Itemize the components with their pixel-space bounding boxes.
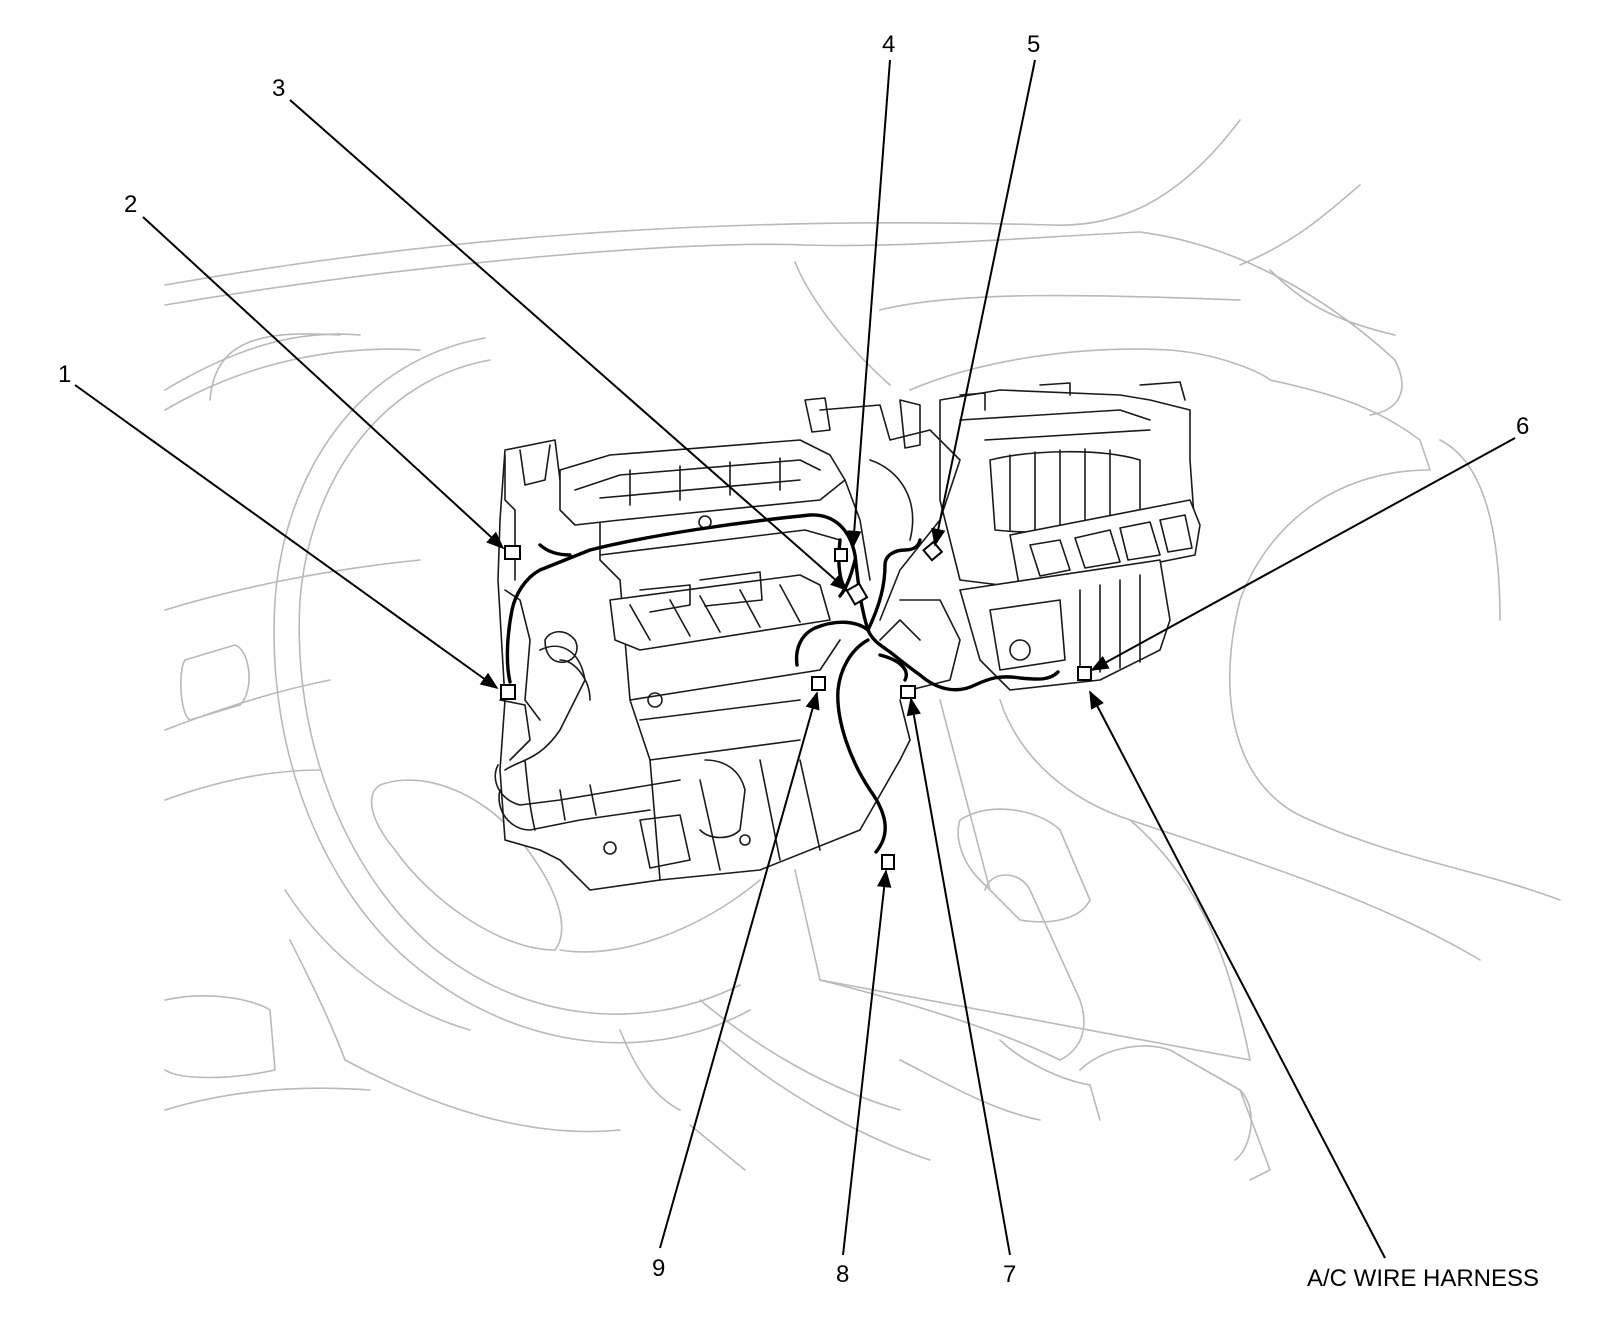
leader-line-1 [74,384,499,690]
harness-label: A/C WIRE HARNESS [1307,1265,1539,1292]
callouts: 1 2 3 4 5 6 7 8 9 A/C WIRE HARNESS [58,31,1539,1292]
leader-line-7 [906,697,1011,1256]
ac-wire-harness [505,513,1060,854]
callout-4: 4 [882,31,895,58]
callout-7: 7 [1003,1261,1016,1288]
connector-8 [881,854,895,870]
callout-3: 3 [272,75,285,102]
connector-6 [1077,666,1092,681]
connector-3 [845,582,869,606]
leader-line-5 [931,59,1036,547]
leader-line-9 [659,691,820,1249]
leader-line-4 [847,59,891,549]
connector-5 [922,540,944,562]
callout-2: 2 [124,191,137,218]
connectors [500,540,1092,870]
connector-1 [500,684,516,700]
leader-line-6 [1090,437,1516,671]
callout-6: 6 [1516,413,1529,440]
dashboard-outline [164,119,1561,1181]
callout-8: 8 [836,1261,849,1288]
callout-1: 1 [58,361,71,388]
leader-line-3 [289,99,849,592]
leader-line-2 [142,216,505,550]
connector-4 [834,548,848,562]
leader-line-8 [842,869,892,1256]
hvac-unit [494,381,1201,891]
callout-9: 9 [652,1255,665,1282]
connector-9 [811,676,826,691]
leader-line-harness [1089,690,1386,1259]
connector-7 [900,685,916,699]
callout-5: 5 [1027,31,1040,58]
connector-2 [504,545,521,560]
